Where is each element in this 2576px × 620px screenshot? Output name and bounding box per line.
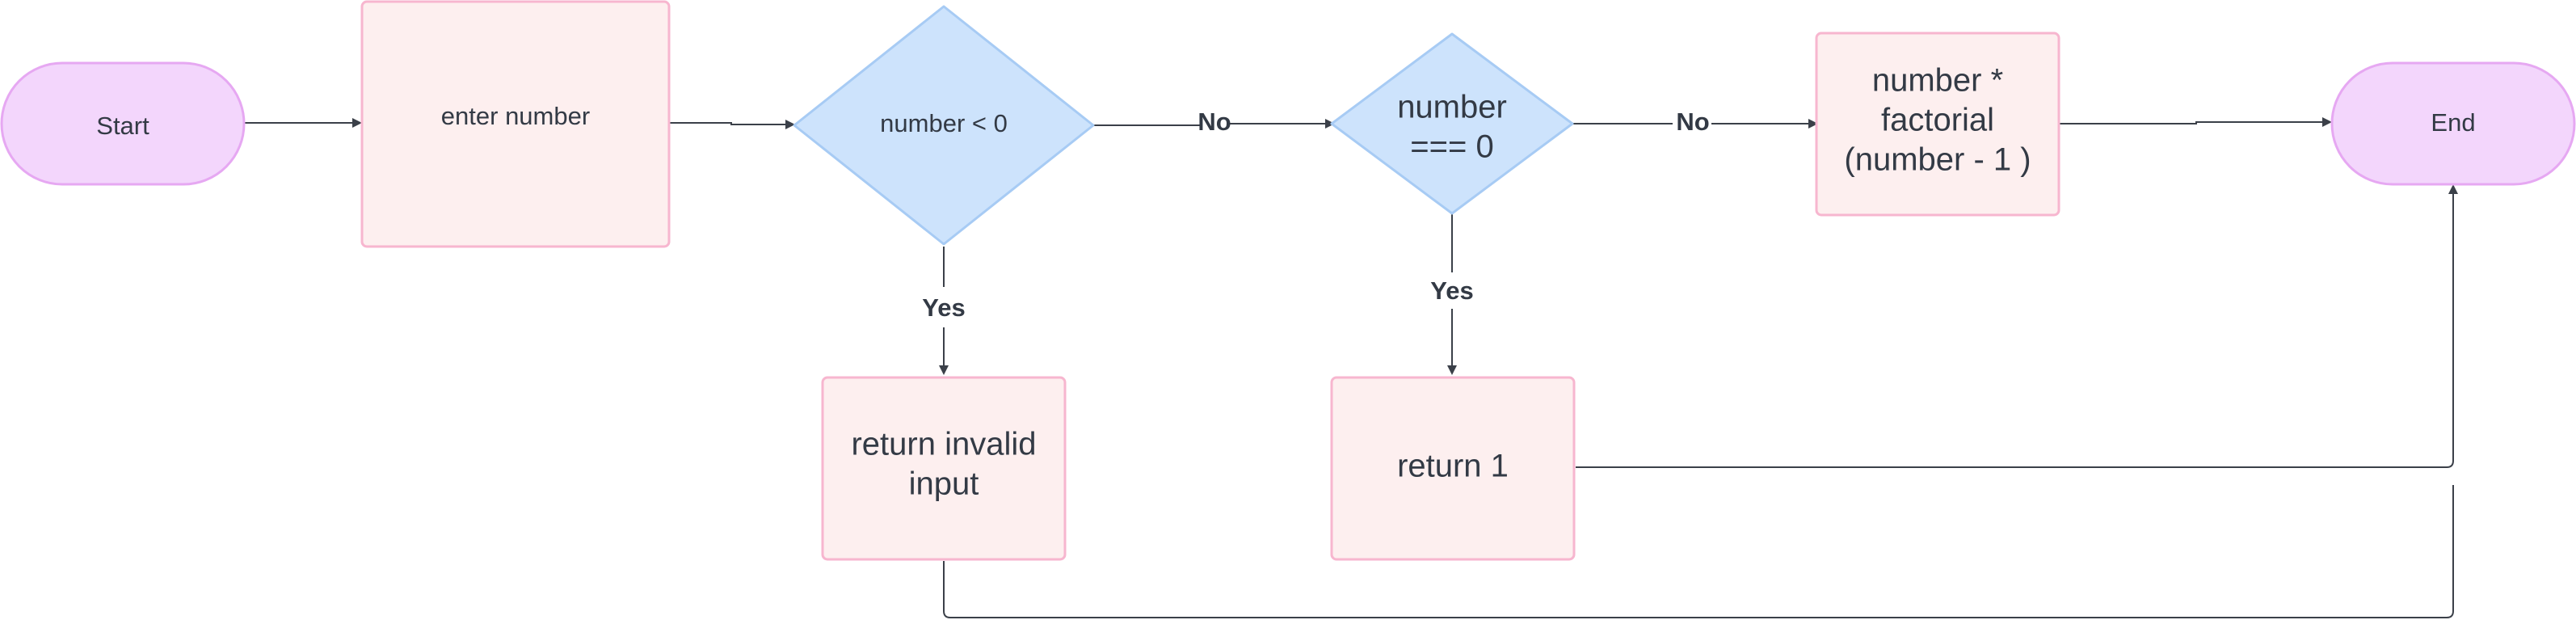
edge-enter-to-negative-check bbox=[669, 120, 795, 129]
edge-label-zero-no: No bbox=[1676, 108, 1709, 136]
edge-return-one-to-end bbox=[1576, 184, 2458, 468]
zero-check-node-label-line2: === 0 bbox=[1410, 129, 1493, 165]
recursive-call-node-label-line1: number * bbox=[1872, 63, 2003, 99]
edge-negative-no bbox=[1093, 124, 1333, 125]
edge-label-negative-yes: Yes bbox=[922, 293, 965, 322]
return-invalid-node-label-line1: return invalid bbox=[851, 427, 1036, 462]
return-one-node: return 1 bbox=[1330, 376, 1576, 561]
edge-label-zero-yes: Yes bbox=[1430, 276, 1473, 305]
edge-label-negative-no: No bbox=[1198, 108, 1231, 136]
negative-check-node: number < 0 bbox=[793, 5, 1095, 246]
start-node-shape bbox=[0, 61, 246, 186]
return-invalid-node-label-line2: input bbox=[909, 466, 979, 502]
connectors bbox=[244, 117, 2458, 618]
zero-check-node: number === 0 bbox=[1330, 32, 1574, 215]
zero-check-node-shape bbox=[1330, 32, 1574, 215]
enter-number-node-label: enter number bbox=[441, 102, 590, 130]
return-one-node-shape bbox=[1330, 376, 1576, 561]
end-node-shape bbox=[2330, 61, 2576, 186]
edge-recursive-to-end bbox=[2060, 117, 2332, 127]
recursive-call-node-label-line2: factorial bbox=[1881, 103, 1994, 138]
recursive-call-node: number * factorial (number - 1 ) bbox=[1815, 32, 2060, 217]
enter-number-node-shape bbox=[360, 0, 671, 248]
negative-check-node-shape bbox=[793, 5, 1095, 246]
return-one-node-label: return 1 bbox=[1397, 449, 1509, 484]
negative-check-node-label: number < 0 bbox=[880, 109, 1008, 137]
enter-number-node: enter number bbox=[360, 0, 671, 248]
edge-return-invalid-to-end bbox=[943, 485, 2454, 618]
recursive-call-node-shape bbox=[1815, 32, 2060, 217]
end-node-label: End bbox=[2431, 108, 2475, 137]
start-node-label: Start bbox=[96, 112, 149, 140]
end-node: End bbox=[2330, 61, 2576, 186]
zero-check-node-label-line1: number bbox=[1397, 90, 1507, 125]
return-invalid-node-shape bbox=[821, 376, 1067, 561]
start-node: Start bbox=[0, 61, 246, 186]
return-invalid-node: return invalid input bbox=[821, 376, 1067, 561]
recursive-call-node-label-line3: (number - 1 ) bbox=[1844, 142, 2031, 178]
